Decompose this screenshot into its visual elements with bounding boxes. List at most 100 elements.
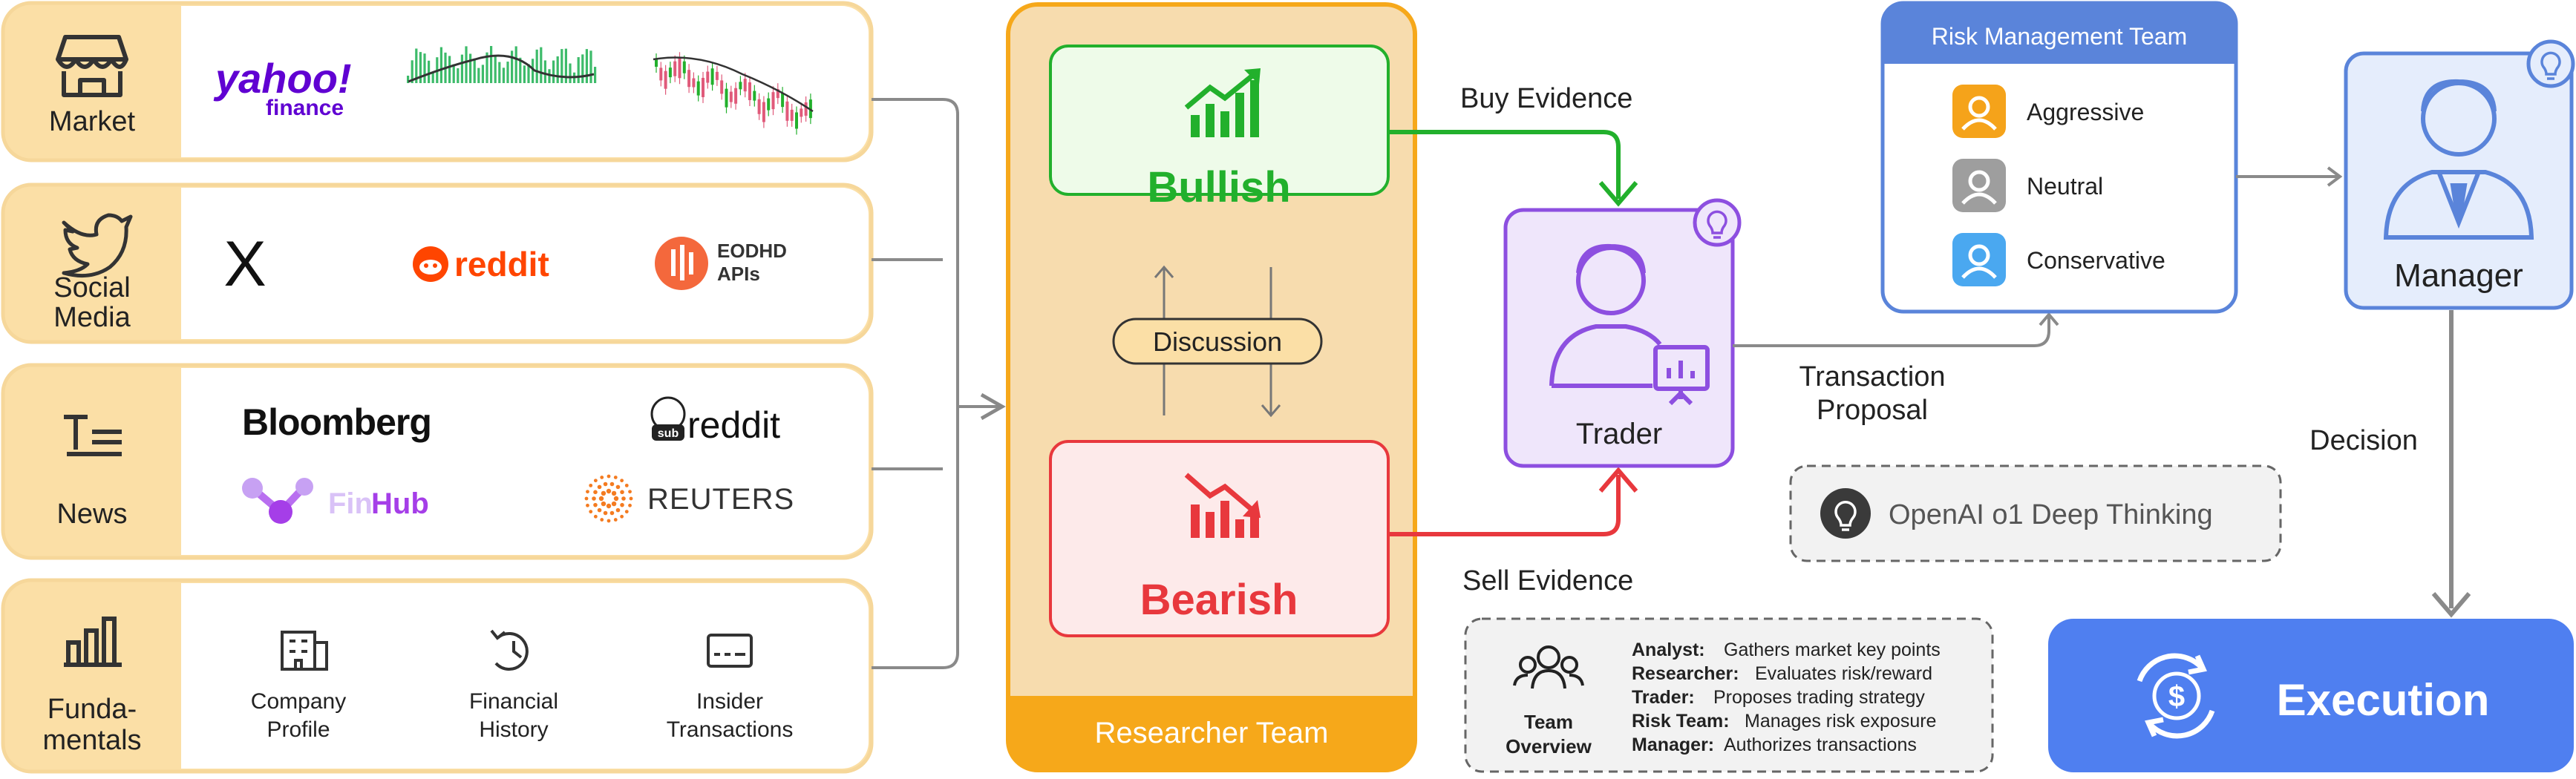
volume-bar — [490, 46, 493, 83]
sell-evidence-label: Sell Evidence — [1462, 565, 1633, 596]
candle-body — [687, 70, 691, 88]
volume-bar — [560, 49, 563, 83]
reuters-dot — [589, 510, 593, 514]
trader-lightbulb-icon — [1707, 210, 1727, 239]
candle-body — [771, 92, 775, 110]
reuters-dot — [593, 490, 598, 495]
volume-bar — [569, 63, 572, 83]
reuters-dot — [603, 481, 608, 487]
volume-bar — [473, 59, 476, 83]
yahoo-finance-subtext: finance — [266, 96, 344, 120]
volume-bar — [407, 76, 410, 83]
reuters-dot — [593, 514, 598, 519]
lightbulb-icon — [1834, 500, 1857, 531]
volume-chart-icon — [407, 46, 597, 83]
manager-badge — [2526, 39, 2575, 88]
deep-thinking-box: OpenAI o1 Deep Thinking — [1789, 464, 2282, 562]
researcher-team-footer — [1008, 696, 1415, 770]
candle-body — [673, 61, 677, 76]
reuters-dot — [609, 481, 615, 487]
overview-desc-4: Authorizes transactions — [1724, 734, 1917, 755]
reuters-dot — [600, 476, 604, 479]
reuters-dot — [628, 490, 632, 494]
finhub-text-hub: Hub — [371, 487, 429, 520]
reuters-dot — [615, 507, 621, 513]
volume-bar — [581, 54, 584, 83]
bloomberg-logo: Bloomberg — [242, 401, 431, 443]
conservative-person-icon — [1961, 244, 1997, 279]
reuters-dot — [628, 503, 632, 507]
financial-history-line1: Financial — [469, 689, 558, 714]
source-connectors — [872, 98, 1006, 669]
building-icon — [281, 631, 328, 671]
reuters-dot — [600, 518, 604, 522]
bearish-label: Bearish — [1140, 576, 1298, 624]
yahoo-logo-text: yahoo! — [213, 55, 352, 102]
volume-bar — [494, 55, 497, 83]
candle-body — [710, 68, 714, 85]
reuters-dot — [615, 484, 621, 490]
reuters-dot — [606, 503, 612, 509]
dollar-cycle-icon — [2137, 653, 2215, 739]
volume-bar — [502, 68, 505, 83]
reuters-dot — [621, 496, 626, 501]
candle-body — [795, 112, 798, 129]
social-media-source-card: Social Media X reddit EODHD APIs — [1, 183, 874, 344]
reuters-dot — [597, 507, 602, 513]
candle-body — [720, 80, 724, 94]
conservative-avatar — [1952, 233, 2006, 286]
reuters-dot — [601, 490, 607, 496]
volume-bar — [535, 49, 538, 83]
overview-desc-2: Proposes trading strategy — [1713, 687, 1925, 708]
transaction-proposal-arrow — [1733, 316, 2050, 347]
deep-thinking-bulb-badge — [1820, 488, 1871, 539]
volume-bar — [594, 67, 597, 83]
reuters-dot — [613, 518, 618, 522]
reuters-dot — [607, 474, 611, 479]
execution-label: Execution — [2277, 675, 2490, 725]
execution-card: $ Execution — [2048, 619, 2574, 772]
reuters-dot — [603, 510, 608, 516]
candlestick-chart-icon — [653, 52, 814, 135]
transaction-proposal-line1: Transaction — [1799, 361, 1945, 392]
eodhd-logo-icon — [655, 237, 708, 290]
candle-body — [668, 68, 672, 78]
eodhd-text-line2: APIs — [717, 263, 760, 285]
reuters-dot — [606, 488, 612, 494]
candle-body — [678, 58, 681, 79]
market-source-card: Market yahoo! finance — [1, 1, 874, 162]
conservative-label: Conservative — [2027, 247, 2165, 274]
news-card-content-area — [181, 368, 869, 555]
volume-bar — [411, 60, 413, 83]
candle-body — [682, 61, 686, 73]
reuters-logo-icon — [584, 474, 633, 523]
store-icon — [56, 35, 128, 97]
candle-body — [655, 59, 658, 67]
candle-body — [800, 108, 803, 117]
bird-icon — [62, 213, 133, 278]
finhub-logo-icon — [242, 478, 313, 524]
reuters-dot — [593, 502, 598, 507]
volume-bar — [585, 49, 588, 83]
news-reddit-logo-text: reddit — [687, 404, 780, 446]
neutral-label: Neutral — [2027, 173, 2103, 200]
risk-management-card: Risk Management Team Aggressive Neutral … — [1880, 1, 2238, 314]
candle-body — [692, 78, 696, 88]
deep-thinking-label: OpenAI o1 Deep Thinking — [1889, 499, 2213, 530]
team-overview-bg — [1464, 617, 1994, 773]
bullish-box — [1049, 45, 1390, 196]
volume-bar — [481, 65, 484, 83]
team-overview-rows: Analyst:Gathers market key pointsResearc… — [1632, 640, 1941, 755]
financial-history-line2: History — [479, 717, 548, 742]
volume-bar — [532, 59, 535, 83]
risk-card-header — [1883, 3, 2236, 64]
aggressive-label: Aggressive — [2027, 99, 2144, 125]
company-profile-line1: Company — [251, 689, 346, 714]
candle-body — [702, 77, 705, 97]
aggressive-avatar — [1952, 85, 2006, 138]
team-icon — [1513, 645, 1584, 689]
volume-bar — [543, 60, 546, 83]
overview-role-2: Trader: — [1632, 687, 1695, 708]
